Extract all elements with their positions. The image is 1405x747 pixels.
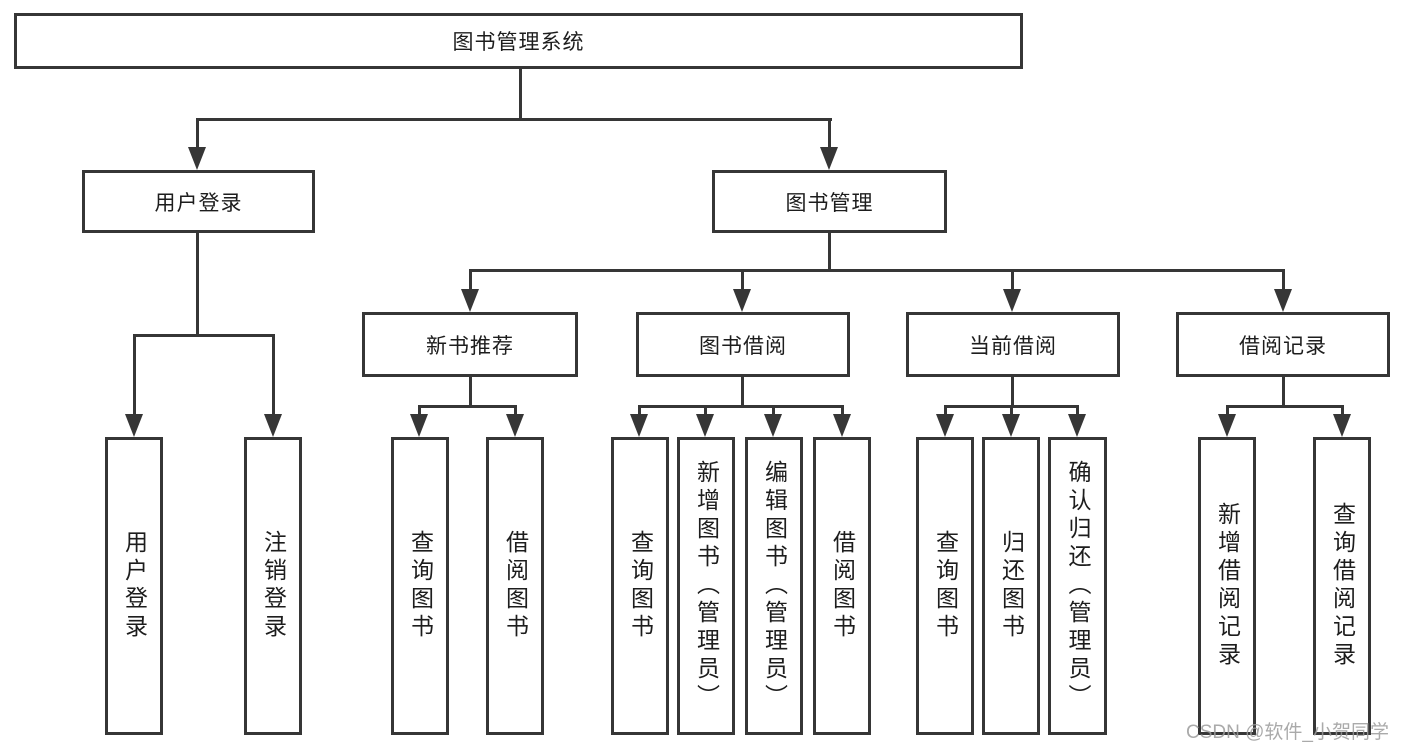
connector-line xyxy=(196,233,199,336)
node-current-borrow: 当前借阅 xyxy=(906,312,1120,377)
node-book-borrow: 图书借阅 xyxy=(636,312,850,377)
leaf-query-books-current: 查询图书 xyxy=(916,437,974,735)
arrow-down-icon xyxy=(733,289,751,312)
leaf-label: 确认归还（管理员） xyxy=(1065,460,1091,712)
node-label: 当前借阅 xyxy=(969,334,1057,358)
leaf-query-borrow-record: 查询借阅记录 xyxy=(1313,437,1371,735)
arrow-down-icon xyxy=(833,414,851,437)
node-label: 图书管理 xyxy=(785,191,874,215)
node-borrow-records: 借阅记录 xyxy=(1176,312,1390,377)
connector-line xyxy=(469,377,472,407)
arrow-down-icon xyxy=(1003,289,1021,312)
arrow-down-icon xyxy=(630,414,648,437)
node-label: 借阅记录 xyxy=(1239,334,1327,358)
leaf-label: 新增图书（管理员） xyxy=(693,460,720,712)
arrow-down-icon xyxy=(936,414,954,437)
connector-line xyxy=(828,118,831,148)
leaf-label: 查询图书 xyxy=(627,530,654,642)
arrow-down-icon xyxy=(1218,414,1236,437)
arrow-down-icon xyxy=(264,414,282,437)
connector-line xyxy=(1282,269,1285,290)
connector-line xyxy=(469,269,1285,272)
leaf-borrow-books-recommend: 借阅图书 xyxy=(486,437,544,735)
leaf-label: 查询图书 xyxy=(407,530,434,642)
connector-line xyxy=(418,405,421,417)
connector-line xyxy=(741,377,744,407)
node-new-book-recommend: 新书推荐 xyxy=(362,312,578,377)
leaf-query-books-borrow: 查询图书 xyxy=(611,437,669,735)
arrow-down-icon xyxy=(125,414,143,437)
connector-line xyxy=(1076,405,1079,417)
connector-line xyxy=(418,405,517,408)
arrow-down-icon xyxy=(410,414,428,437)
arrow-down-icon xyxy=(188,147,206,170)
connector-line xyxy=(772,405,775,417)
arrow-down-icon xyxy=(1002,414,1020,437)
connector-line xyxy=(133,334,136,415)
leaf-return-book: 归还图书 xyxy=(982,437,1040,735)
connector-line xyxy=(1011,269,1014,290)
node-user-login: 用户登录 xyxy=(82,170,315,233)
leaf-label: 编辑图书（管理员） xyxy=(761,460,788,712)
node-label: 图书借阅 xyxy=(699,334,787,358)
connector-line xyxy=(1011,377,1014,407)
connector-line xyxy=(704,405,707,417)
connector-line xyxy=(841,405,844,417)
leaf-add-book-admin: 新增图书（管理员） xyxy=(677,437,735,735)
node-label: 新书推荐 xyxy=(426,334,514,358)
node-label: 图书管理系统 xyxy=(452,31,585,54)
connector-line xyxy=(196,118,832,121)
connector-line xyxy=(1226,405,1229,417)
connector-line xyxy=(638,405,844,408)
leaf-label: 新增借阅记录 xyxy=(1214,502,1241,670)
connector-line xyxy=(828,233,831,271)
leaf-label: 借阅图书 xyxy=(502,530,529,642)
connector-line xyxy=(133,334,275,337)
leaf-label: 用户登录 xyxy=(121,530,148,642)
connector-line xyxy=(469,269,472,290)
leaf-label: 归还图书 xyxy=(998,530,1025,642)
leaf-add-borrow-record: 新增借阅记录 xyxy=(1198,437,1256,735)
leaf-label: 借阅图书 xyxy=(829,530,856,642)
leaf-logout: 注销登录 xyxy=(244,437,302,735)
leaf-query-books-recommend: 查询图书 xyxy=(391,437,449,735)
connector-line xyxy=(272,334,275,415)
connector-line xyxy=(638,405,641,417)
node-label: 用户登录 xyxy=(154,191,243,215)
arrow-down-icon xyxy=(1333,414,1351,437)
connector-line xyxy=(1010,405,1013,417)
node-root-library-system: 图书管理系统 xyxy=(14,13,1023,69)
arrow-down-icon xyxy=(1274,289,1292,312)
leaf-user-login: 用户登录 xyxy=(105,437,163,735)
leaf-label: 注销登录 xyxy=(260,530,287,642)
arrow-down-icon xyxy=(1068,414,1086,437)
connector-line xyxy=(741,269,744,290)
leaf-label: 查询图书 xyxy=(932,530,959,642)
connector-line xyxy=(1282,377,1285,407)
leaf-label: 查询借阅记录 xyxy=(1329,502,1356,670)
connector-line xyxy=(1226,405,1344,408)
connector-line xyxy=(519,69,522,120)
node-book-management: 图书管理 xyxy=(712,170,947,233)
leaf-edit-book-admin: 编辑图书（管理员） xyxy=(745,437,803,735)
arrow-down-icon xyxy=(696,414,714,437)
leaf-confirm-return-admin: 确认归还（管理员） xyxy=(1048,437,1107,735)
arrow-down-icon xyxy=(506,414,524,437)
csdn-watermark: CSDN @软件_小贺同学 xyxy=(1186,722,1389,743)
arrow-down-icon xyxy=(764,414,782,437)
connector-line xyxy=(1341,405,1344,417)
arrow-down-icon xyxy=(461,289,479,312)
arrow-down-icon xyxy=(820,147,838,170)
connector-line xyxy=(944,405,947,417)
connector-line xyxy=(196,118,199,148)
leaf-borrow-book: 借阅图书 xyxy=(813,437,871,735)
connector-line xyxy=(514,405,517,417)
